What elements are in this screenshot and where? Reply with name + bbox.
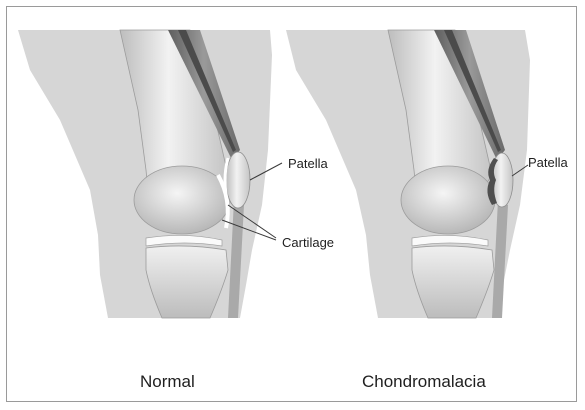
normal-patella [226, 152, 250, 208]
normal-femoral-condyle [134, 166, 230, 234]
chondromalacia-knee: Patella [286, 30, 569, 318]
normal-caption: Normal [140, 372, 195, 391]
normal-cartilage-label: Cartilage [282, 235, 334, 250]
chondro-femoral-condyle [401, 166, 495, 234]
normal-knee: Patella Cartilage [18, 30, 334, 318]
chondromalacia-caption: Chondromalacia [362, 372, 486, 391]
chondro-patella-label: Patella [528, 155, 569, 170]
normal-patella-label: Patella [288, 156, 329, 171]
